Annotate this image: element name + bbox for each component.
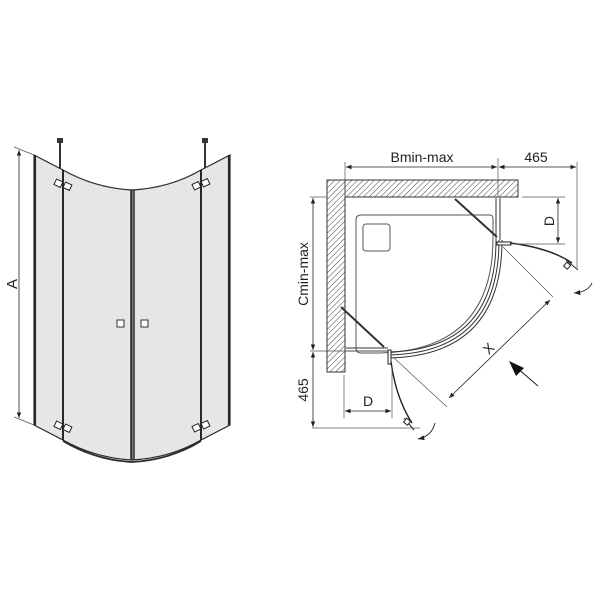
label-465-top: 465: [524, 149, 548, 165]
label-c: Cmin-max: [295, 242, 311, 306]
door-swing-right: [496, 241, 593, 296]
label-465-left: 465: [295, 378, 311, 402]
wall-left: [326, 179, 346, 373]
rotation-arrow-icon: [417, 422, 436, 441]
dimension-465-left: 465: [295, 352, 420, 429]
entry-direction-arrow-icon: [509, 361, 539, 387]
wall-top: [326, 179, 519, 198]
dimension-a: A: [4, 146, 35, 426]
stabilizer-bar-left: [57, 138, 63, 168]
label-a: A: [4, 279, 21, 289]
label-x: X: [480, 339, 498, 357]
label-d-right: D: [541, 216, 557, 226]
glass-left-fixed: [33, 154, 64, 441]
glass-left-door: [62, 168, 133, 461]
door-handle-right: [140, 319, 149, 328]
dimension-c: Cmin-max: [295, 196, 388, 352]
front-view: A: [4, 138, 231, 463]
door-handle-left: [116, 319, 125, 328]
dimension-d-bottom: D: [343, 365, 393, 418]
hinge-icon: [53, 177, 211, 434]
door-swing-bottom: [387, 349, 436, 441]
stabilizer-bar-right: [202, 138, 208, 168]
dimension-465-top: 465: [499, 149, 578, 268]
label-d-bottom: D: [363, 393, 373, 409]
plan-view: Bmin-max 465 D Cmin-max 465: [295, 149, 593, 441]
glass-right-fixed: [200, 154, 231, 441]
rotation-arrow-icon: [573, 282, 593, 296]
dimension-d-right: D: [512, 196, 565, 245]
drain-icon: [362, 223, 391, 252]
glass-right-door: [131, 168, 202, 461]
label-b: Bmin-max: [390, 149, 453, 165]
dimension-b: Bmin-max: [344, 149, 499, 197]
